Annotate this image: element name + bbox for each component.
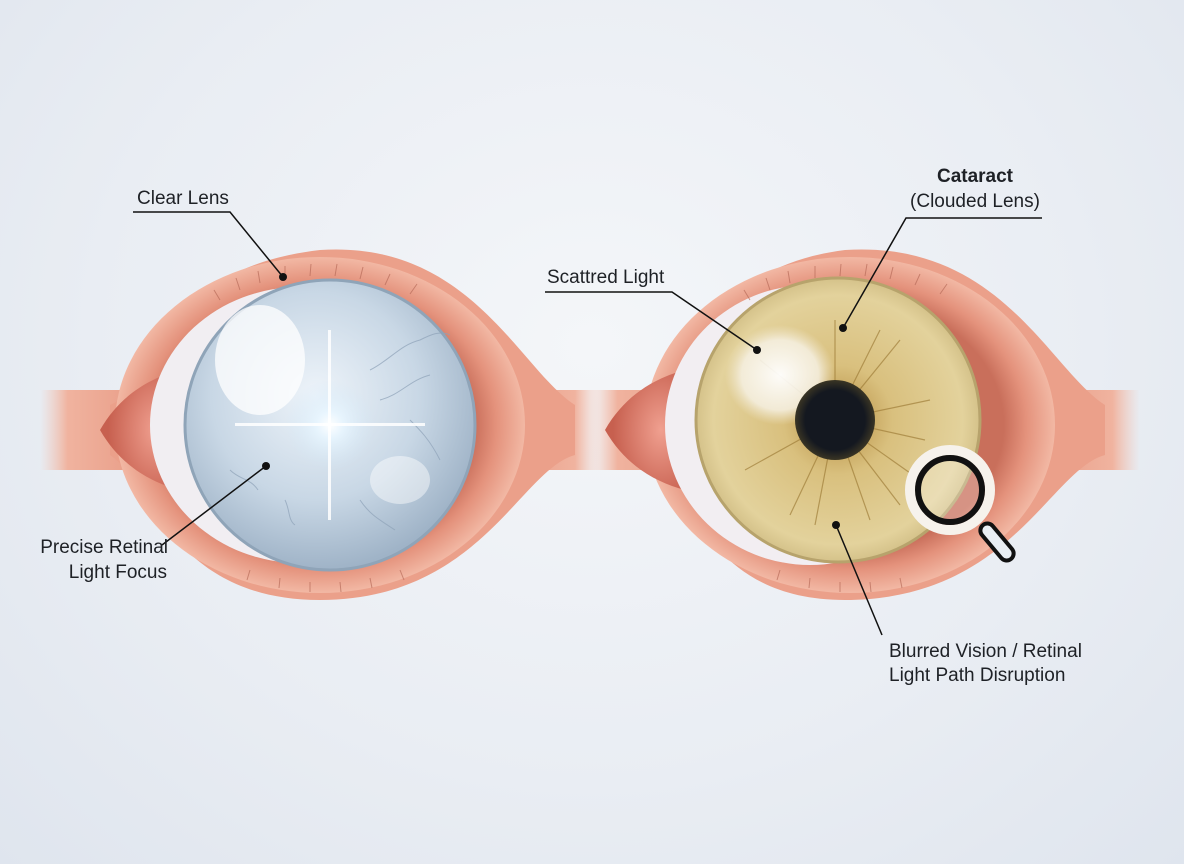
label-cataract-subtitle: (Clouded Lens) [910,191,1040,212]
left-eye [40,249,600,600]
label-precise-retinal-line2: Light Focus [68,562,167,583]
leader-dots [262,273,847,529]
label-clear-lens: Clear Lens [137,188,229,209]
magnifier-icon [905,445,1016,563]
leader-lines [133,211,1042,636]
label-scattered-light: Scattred Light [547,267,665,288]
label-precise-retinal-line1: Precise Retinal [40,537,168,558]
label-blurred-vision-line2: Light Path Disruption [889,665,1066,686]
label-blurred-vision-line1: Blurred Vision / Retinal [889,641,1082,662]
label-cataract-title: Cataract [936,166,1014,187]
right-eye [590,249,1140,600]
